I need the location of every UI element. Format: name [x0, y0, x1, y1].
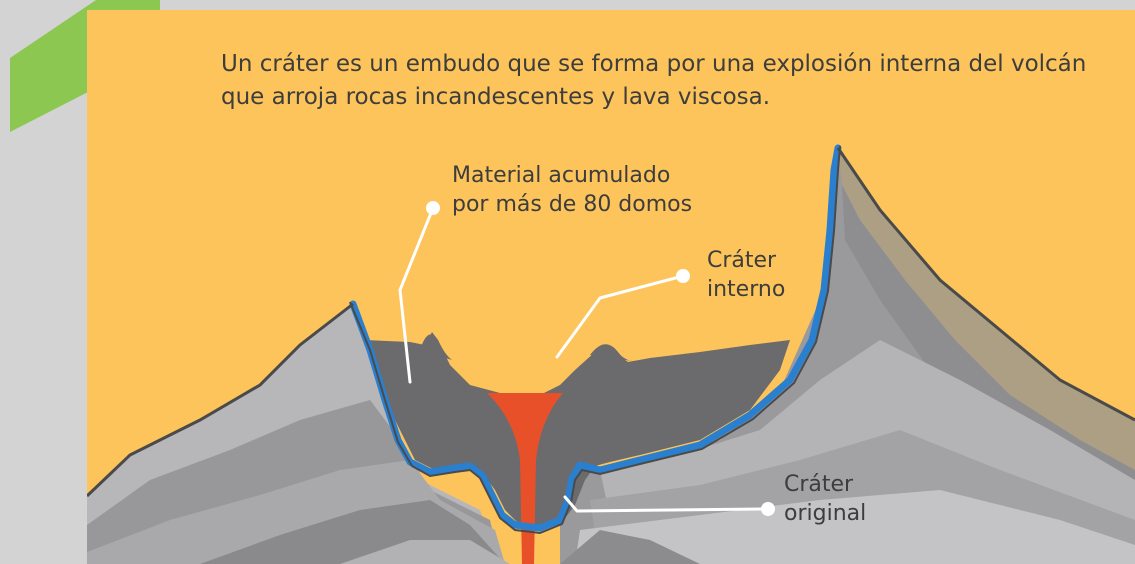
label-material-acumulado: Material acumulado por más de 80 domos: [452, 161, 692, 219]
leader-line-material: [398, 206, 435, 384]
label-dot-material: [426, 201, 440, 215]
label-material-line1: Material acumulado: [452, 163, 671, 188]
leader-line-crater-original: [563, 495, 770, 513]
leader-line-crater-interno: [555, 274, 685, 359]
label-dot-crater-original: [761, 502, 775, 516]
label-crater-interno: Cráter interno: [707, 246, 785, 304]
label-material-line2: por más de 80 domos: [452, 192, 693, 217]
label-crater-interno-line2: interno: [707, 277, 786, 302]
label-dot-crater-interno: [676, 269, 690, 283]
intro-text: Un cráter es un embudo que se forma por …: [221, 51, 1087, 110]
label-crater-original-line2: original: [784, 501, 867, 526]
label-crater-original-line1: Cráter: [784, 472, 854, 497]
label-crater-interno-line1: Cráter: [707, 248, 777, 273]
label-crater-original: Cráter original: [784, 470, 866, 528]
leader-lines: [398, 206, 770, 513]
